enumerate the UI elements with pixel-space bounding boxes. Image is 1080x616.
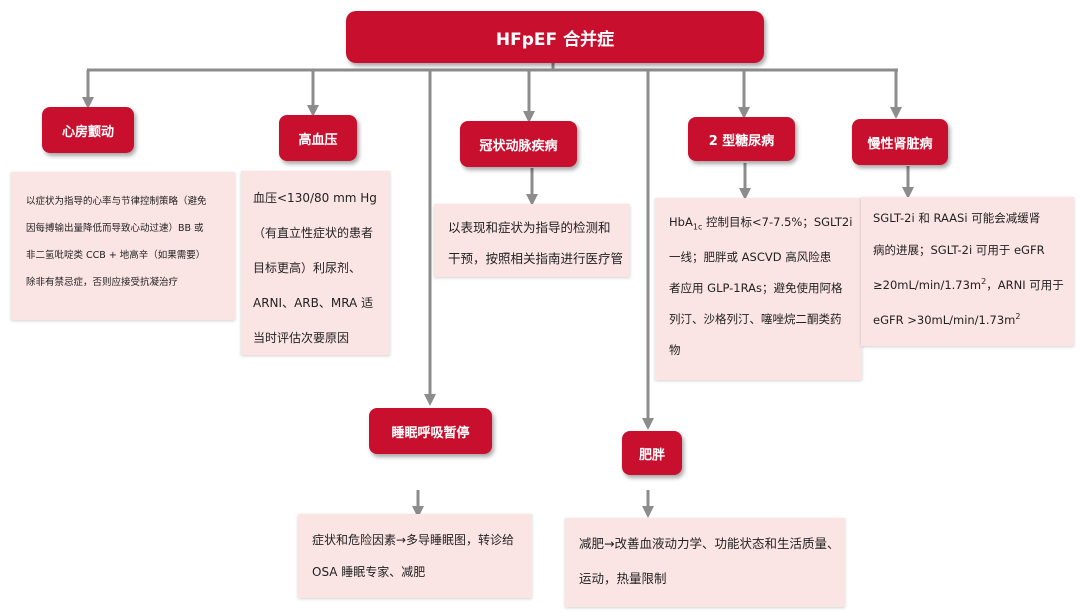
- detail-line: 以表现和症状为指导的检测和: [448, 220, 611, 235]
- detail-line: 因每搏输出量降低而导致心动过速）BB 或: [26, 223, 204, 234]
- detail-line: 列汀、沙格列汀、噻唑烷二酮类药: [669, 312, 842, 327]
- separator: ，: [986, 277, 998, 292]
- node-atrial-fibrillation: 心房颤动: [42, 107, 134, 153]
- node-type2-diabetes: 2 型糖尿病: [688, 117, 795, 161]
- detail-box-osa: 症状和危险因素→多导睡眠图，转诊给 OSA 睡眠专家、减肥: [298, 514, 532, 598]
- node-label-obesity: 肥胖: [638, 447, 665, 463]
- detail-line: 一线；肥胖或 ASCVD 高风险患: [669, 250, 832, 265]
- node-coronary-artery-disease: 冠状动脉疾病: [460, 121, 577, 167]
- egfr-threshold: ≥20mL/min/1.73m: [873, 277, 982, 292]
- node-hypertension: 高血压: [279, 115, 357, 161]
- detail-box-dm: HbA1c 控制目标<7-7.5%；SGLT2i 一线；肥胖或 ASCVD 高风…: [655, 198, 862, 380]
- detail-box-cad: 以表现和症状为指导的检测和 干预，按照相关指南进行医疗管: [434, 204, 630, 277]
- root-title: HFpEF 合并症: [495, 29, 615, 50]
- node-chronic-kidney-disease: 慢性肾脏病: [852, 119, 948, 165]
- detail-line: ARNI、ARB、MRA 适: [253, 296, 374, 310]
- detail-line: HbA1c 控制目标<7-7.5%；SGLT2i: [669, 207, 858, 242]
- detail-line: 症状和危险因素→多导睡眠图，转诊给: [312, 533, 515, 547]
- node-label-htn: 高血压: [298, 132, 338, 148]
- node-label-osa: 睡眠呼吸暂停: [391, 425, 470, 441]
- detail-line: 当时评估次要原因: [253, 331, 350, 345]
- node-label-cad: 冠状动脉疾病: [479, 138, 558, 154]
- hba1c-subscript: 1c: [692, 222, 703, 232]
- detail-line: 以症状为指导的心率与节律控制策略（避免: [26, 196, 207, 207]
- unit-superscript: 2: [1015, 311, 1021, 321]
- detail-line: 减肥→改善血液动力学、功能状态和生活质量、: [579, 536, 840, 551]
- node-obesity: 肥胖: [622, 431, 682, 475]
- detail-line: （有直立性症状的患者: [253, 226, 374, 240]
- detail-line: 非二氢吡啶类 CCB + 地高辛（如果需要）: [26, 250, 206, 261]
- arni-text: ARNI 可用于: [997, 277, 1064, 292]
- detail-line: 病的进展；SGLT-2i 可用于 eGFR: [873, 243, 1045, 257]
- hba1c-prefix: HbA: [669, 215, 693, 229]
- detail-line: ≥20mL/min/1.73m2，ARNI 可用于: [873, 266, 1070, 301]
- node-label-ckd: 慢性肾脏病: [867, 136, 933, 152]
- unit-superscript: 2: [981, 277, 987, 286]
- detail-line: 运动，热量限制: [579, 571, 667, 586]
- detail-line: 目标更高）利尿剂、: [253, 261, 362, 275]
- node-label-dm: 2 型糖尿病: [708, 133, 775, 149]
- detail-line: eGFR >30mL/min/1.73m2: [873, 301, 1070, 336]
- root-node-hfpef: HFpEF 合并症: [346, 11, 764, 63]
- detail-box-obesity: 减肥→改善血液动力学、功能状态和生活质量、 运动，热量限制: [565, 518, 845, 607]
- node-sleep-apnea: 睡眠呼吸暂停: [369, 408, 492, 454]
- node-label-af: 心房颤动: [61, 124, 114, 140]
- detail-box-ckd: SGLT-2i 和 RAASi 可能会减缓肾 病的进展；SGLT-2i 可用于 …: [861, 197, 1074, 346]
- detail-line: 除非有禁忌症，否则应接受抗凝治疗: [26, 277, 179, 288]
- detail-box-htn: 血压<130/80 mm Hg （有直立性症状的患者 目标更高）利尿剂、 ARN…: [241, 171, 390, 355]
- detail-line: 者应用 GLP-1RAs；避免使用阿格: [669, 281, 843, 296]
- detail-line: 物: [669, 343, 681, 358]
- detail-box-af: 以症状为指导的心率与节律控制策略（避免 因每搏输出量降低而导致心动过速）BB 或…: [11, 172, 235, 320]
- detail-line: 血压<130/80 mm Hg: [253, 191, 377, 205]
- detail-line: 干预，按照相关指南进行医疗管: [448, 251, 624, 266]
- detail-line: SGLT-2i 和 RAASi 可能会减缓肾: [873, 211, 1041, 225]
- detail-line: OSA 睡眠专家、减肥: [312, 565, 426, 579]
- hba1c-target: 控制目标<7-7.5%；SGLT2i: [702, 215, 853, 229]
- egfr-threshold: eGFR >30mL/min/1.73m: [873, 312, 1016, 327]
